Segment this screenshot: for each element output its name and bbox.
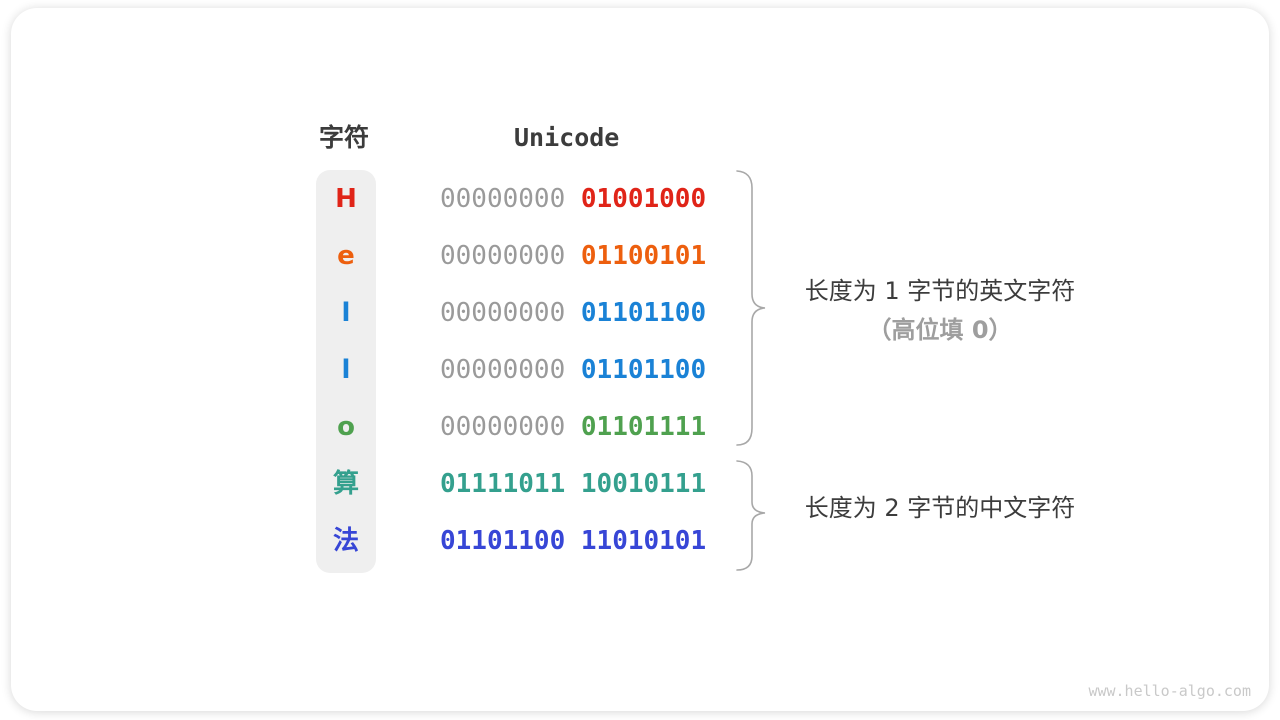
brace-icon-chinese-group: [736, 460, 766, 571]
column-header-char: 字符: [319, 123, 370, 152]
brace-icon-english-group: [736, 170, 766, 446]
char-cell-e: e: [337, 241, 355, 271]
annotation-chinese-line1: 长度为 2 字节的中文字符: [804, 494, 1076, 522]
char-cell-l1: l: [341, 298, 351, 328]
binary-byte-low: 01101111: [580, 412, 707, 442]
brace-icons: [736, 170, 766, 571]
binary-row: 00000000 01101111: [440, 409, 706, 445]
char-cell-o: o: [337, 412, 355, 442]
annotation-english-line1: 长度为 1 字节的英文字符: [804, 277, 1076, 305]
binary-byte-low: 01101100: [580, 355, 707, 385]
char-cell-fa: 法: [332, 526, 359, 556]
binary-byte-high: 00000000: [440, 298, 566, 328]
binary-row: 00000000 01101100: [440, 295, 706, 331]
binary-byte-low: 01001000: [580, 184, 707, 214]
binary-byte-high: 00000000: [440, 241, 566, 271]
char-cell-h: H: [335, 184, 357, 214]
binary-byte-high: 01101100: [440, 526, 566, 556]
binary-byte-high: 00000000: [440, 412, 566, 442]
binary-byte-low: 11010101: [580, 526, 707, 556]
binary-row: 00000000 01100101: [440, 238, 706, 274]
binary-byte-high: 01111011: [440, 469, 566, 499]
binary-row: 01111011 10010111: [440, 466, 706, 502]
char-cell-l2: l: [341, 355, 351, 385]
annotation-english-line2: （高位填 0）: [867, 316, 1013, 344]
binary-row: 00000000 01001000: [440, 181, 706, 217]
watermark: www.hello-algo.com: [1088, 682, 1251, 700]
char-cell-suan: 算: [332, 469, 359, 499]
binary-row: 01101100 11010101: [440, 523, 706, 559]
figure-card: 字符 Unicode H e l l o 算 法 00000000 010010…: [11, 8, 1269, 711]
column-header-unicode: Unicode: [514, 123, 620, 152]
binary-byte-high: 00000000: [440, 355, 566, 385]
binary-byte-high: 00000000: [440, 184, 566, 214]
char-column-background: [316, 170, 376, 573]
binary-byte-low: 01101100: [580, 298, 707, 328]
binary-byte-low: 10010111: [580, 469, 707, 499]
binary-byte-low: 01100101: [580, 241, 707, 271]
binary-row: 00000000 01101100: [440, 352, 706, 388]
